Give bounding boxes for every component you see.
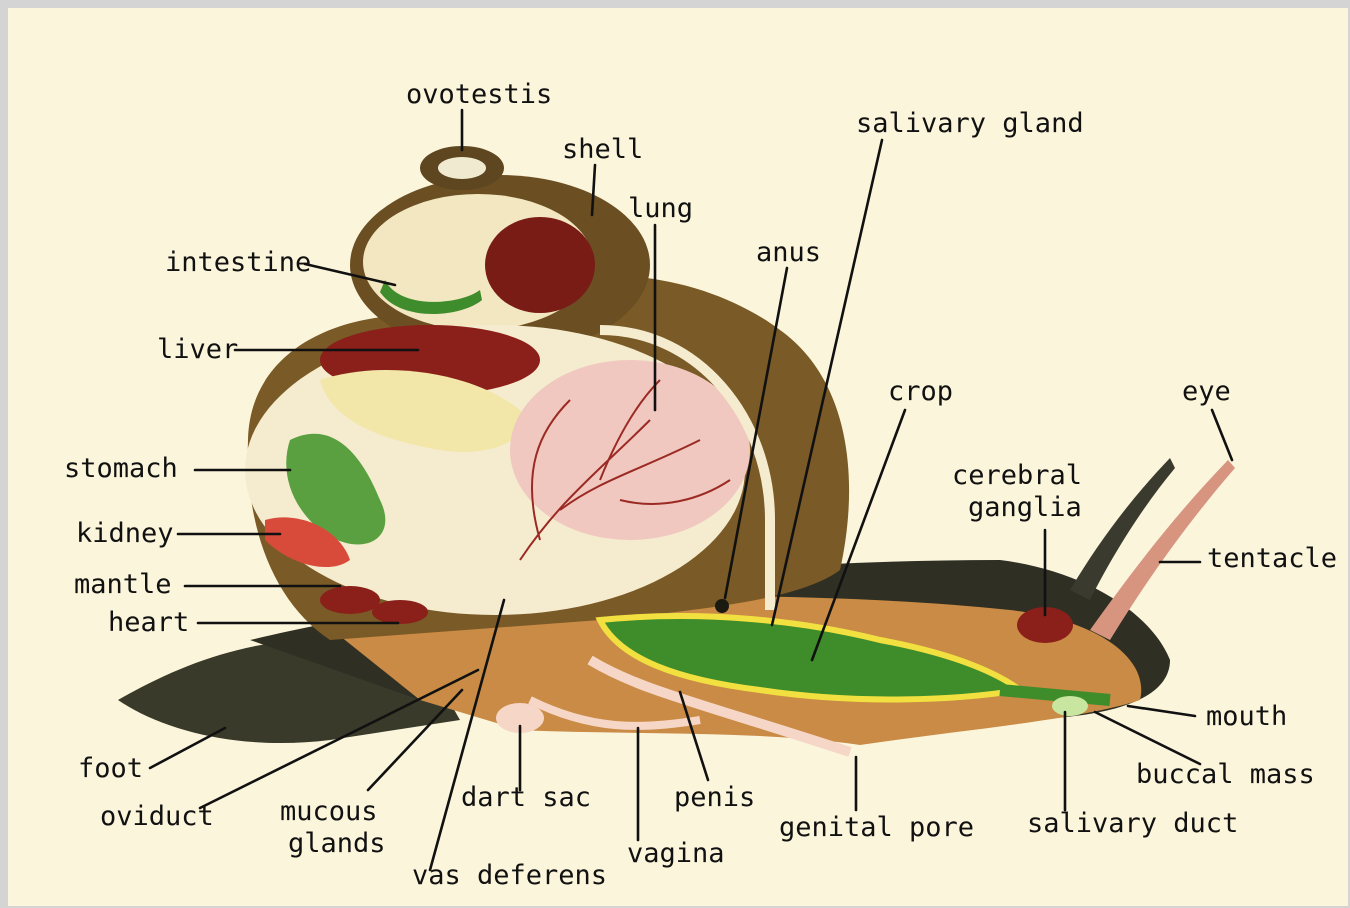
label-intestine: intestine [165,247,311,278]
label-buccal-mass: buccal mass [1136,759,1315,790]
label-vas-deferens: vas deferens [412,860,607,891]
label-mucous-glands-line1: mucous [280,796,378,827]
line-buccal-mass [1095,712,1200,764]
label-salivary-gland: salivary gland [856,108,1084,139]
tentacle-dark [1070,458,1175,600]
label-foot: foot [78,753,143,784]
ovotestis-organ [438,157,486,179]
label-lung: lung [628,193,693,224]
label-shell: shell [562,134,643,165]
label-genital-pore: genital pore [779,812,974,843]
label-mucous-glands-line2: glands [288,828,386,859]
label-anus: anus [756,237,821,268]
lung-organ [510,360,750,540]
label-penis: penis [674,782,755,813]
label-crop: crop [888,376,953,407]
label-kidney: kidney [76,518,174,549]
line-mouth [1128,706,1195,716]
label-ovotestis: ovotestis [406,79,552,110]
label-dart-sac: dart sac [461,782,591,813]
label-stomach: stomach [64,453,178,484]
label-mouth: mouth [1206,701,1287,732]
upper-liver [485,217,595,313]
mantle-organ [320,586,380,614]
label-heart: heart [108,607,189,638]
label-tentacle: tentacle [1207,543,1337,574]
label-cerebral-ganglia-line1: cerebral [952,460,1082,491]
label-oviduct: oviduct [100,801,214,832]
heart-organ [372,600,428,624]
label-liver: liver [157,334,238,365]
label-cerebral-ganglia-line2: ganglia [968,492,1082,523]
snail-illustration [118,146,1235,752]
label-eye: eye [1182,376,1231,407]
label-vagina: vagina [627,838,725,869]
line-eye [1212,410,1232,460]
label-mantle: mantle [74,569,172,600]
line-foot [150,728,225,768]
label-salivary-duct: salivary duct [1027,808,1238,839]
anus-dot [715,599,729,613]
buccal-mass-organ [1052,696,1088,716]
